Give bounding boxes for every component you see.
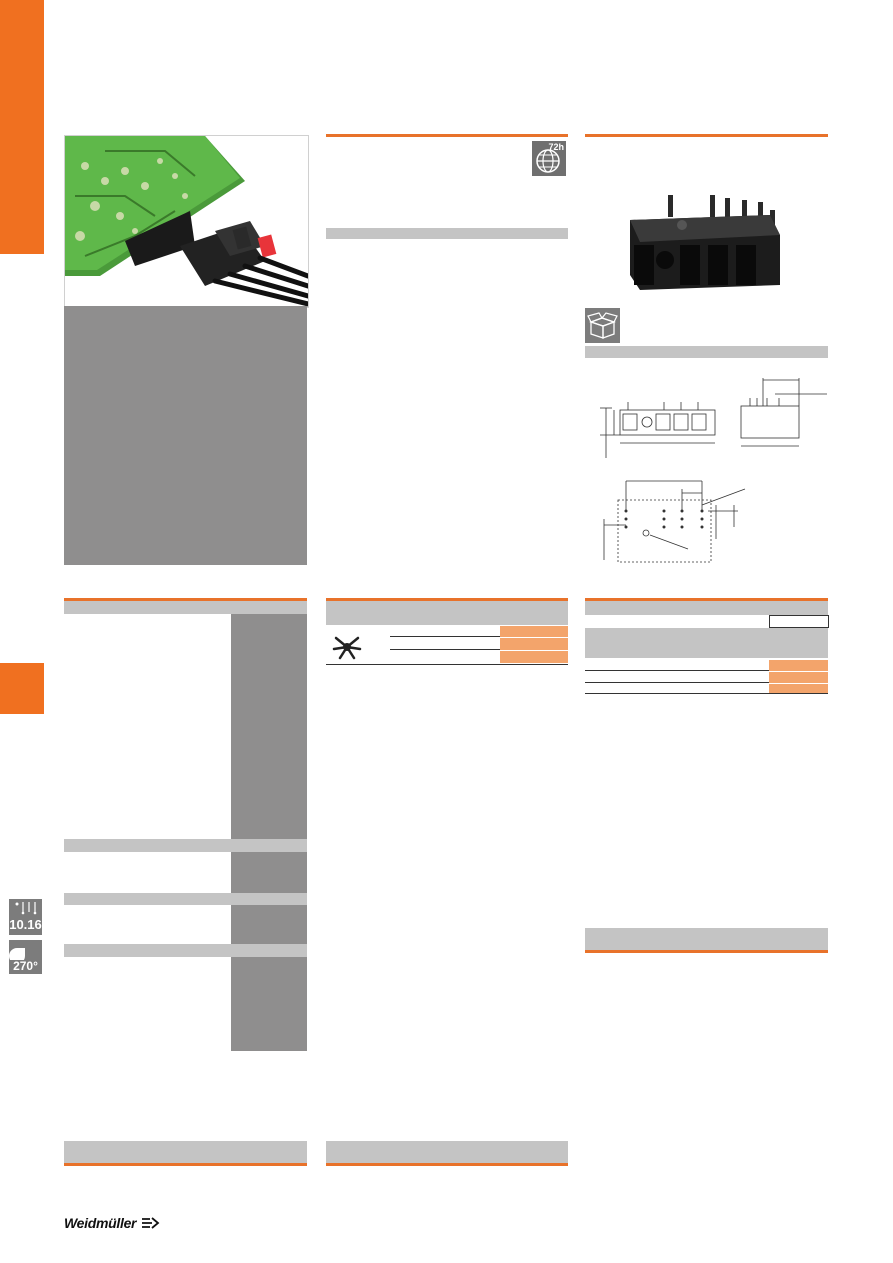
accessory-row-line-1 — [390, 636, 500, 637]
col2-data-rule — [326, 598, 568, 601]
product-photo — [64, 135, 309, 308]
pitch-icon — [15, 902, 37, 915]
angle-icon — [9, 948, 25, 960]
ordering-subheader — [585, 628, 828, 658]
col3-drawing-band — [585, 346, 828, 358]
pitch-value: 10.16 — [9, 917, 42, 932]
col2-footer-rule — [326, 1163, 568, 1166]
accessory-order-cell-2 — [500, 638, 568, 650]
col2-top-rule — [326, 134, 568, 137]
brand-name: Weidmüller — [64, 1215, 137, 1231]
tech-data-values-3 — [231, 905, 307, 944]
ordering-row-line-2 — [585, 682, 769, 683]
ordering-number-cell-3 — [769, 684, 828, 693]
col1-footer-rule — [64, 1163, 307, 1166]
dimension-drawing-front — [592, 398, 722, 458]
accessories-header — [326, 601, 568, 625]
product-description-panel — [64, 306, 307, 565]
pitch-badge: 10.16 — [9, 899, 42, 935]
ordering-input-box[interactable] — [769, 615, 829, 628]
accessory-order-cell-3 — [500, 651, 568, 663]
ordering-number-cell-2 — [769, 672, 828, 683]
tech-data-values-2 — [231, 852, 307, 893]
connector-image — [620, 190, 790, 300]
col3-notes-rule — [585, 950, 828, 953]
tech-data-header — [64, 601, 307, 614]
sidebar-tab-section — [0, 663, 44, 714]
angle-value: 270° — [13, 959, 38, 973]
ordering-header — [585, 601, 828, 615]
col2-header-band — [326, 228, 568, 239]
ordering-row-line-1 — [585, 670, 769, 671]
accessory-order-cell-1 — [500, 626, 568, 637]
express-label: 72h — [548, 142, 564, 152]
tech-data-values-4 — [231, 957, 307, 1051]
tech-data-subheader-2 — [64, 893, 307, 905]
col3-data-rule — [585, 598, 828, 601]
col2-footer-band — [326, 1141, 568, 1163]
ordering-row-line-3 — [585, 693, 828, 694]
col1-footer-band — [64, 1141, 307, 1163]
pcb-layout-drawing — [598, 475, 748, 565]
tech-data-values — [231, 614, 307, 839]
globe-72h-icon: 72h — [532, 141, 566, 176]
open-box-icon — [585, 308, 620, 343]
accessory-table-bottom — [326, 664, 568, 665]
tech-data-subheader-1 — [64, 839, 307, 852]
sidebar-tab-top — [0, 0, 44, 254]
brand-logo: Weidmüller — [64, 1213, 160, 1233]
dimension-drawing-side — [735, 376, 830, 456]
weidmuller-logo-icon — [142, 1217, 160, 1229]
accessory-row-line-2 — [390, 649, 500, 650]
ordering-number-cell-1 — [769, 660, 828, 671]
col3-notes-band — [585, 928, 828, 950]
col1-data-rule — [64, 598, 307, 601]
tech-data-subheader-3 — [64, 944, 307, 957]
col3-top-rule — [585, 134, 828, 137]
star-screwdriver-icon — [330, 633, 364, 661]
angle-badge: 270° — [9, 940, 42, 974]
